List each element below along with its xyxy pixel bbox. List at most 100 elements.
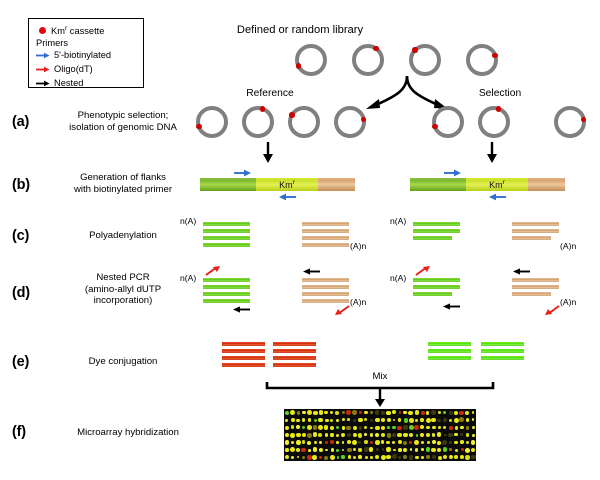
microarray-spot [374, 454, 379, 460]
microarray-spot [414, 424, 419, 430]
microarray-spot [425, 417, 431, 423]
microarray-spot [470, 440, 476, 446]
microarray-spot [301, 418, 306, 422]
dna-fragment-bar [512, 228, 559, 233]
microarray-spot [364, 440, 368, 445]
microarray-spot [369, 447, 374, 452]
microarray-spot [363, 410, 368, 415]
microarray-spot [308, 448, 312, 452]
microarray-spot [459, 417, 464, 423]
microarray-spot [442, 439, 448, 445]
microarray-spot [306, 425, 312, 431]
microarray-spot [386, 410, 392, 416]
microarray-spot [448, 418, 453, 422]
microarray-spot [284, 411, 289, 415]
microarray-spot [296, 411, 301, 415]
microarray-spot [324, 433, 329, 437]
microarray-spot [465, 433, 470, 437]
microarray-spot [380, 418, 385, 422]
microarray-spot [363, 447, 369, 452]
microarray-spot [380, 440, 385, 445]
microarray-spot [392, 425, 396, 430]
step-c-sel-an-label: (A)n [560, 241, 577, 251]
microarray-spot [330, 425, 335, 430]
cassette-marker-icon [373, 45, 379, 52]
microarray-spot [414, 410, 420, 416]
microarray-spot [329, 455, 335, 460]
microarray-spot [352, 448, 357, 452]
cassette-dot-icon [39, 27, 46, 34]
microarray-spot [364, 418, 368, 422]
cassette-marker-icon [260, 106, 266, 112]
microarray-spot [358, 455, 362, 459]
microarray-spot [358, 417, 363, 423]
microarray-spot [352, 425, 357, 430]
microarray-spot [464, 410, 470, 416]
microarray-spot [420, 440, 424, 444]
microarray-spot [437, 425, 442, 430]
step-e-selection-dye-group-2 [481, 342, 524, 363]
microarray-spot [346, 447, 352, 453]
microarray-spot [312, 447, 318, 452]
microarray-spot [291, 455, 295, 459]
plasmid-ring [478, 106, 510, 138]
microarray-spot [431, 417, 436, 422]
construct-segment-green [410, 178, 466, 191]
step-e-reference-dye-group-1 [222, 342, 265, 370]
microarray-spot [421, 448, 424, 451]
microarray-spot [352, 432, 357, 437]
cassette-marker-icon [496, 106, 502, 112]
microarray-spot [442, 418, 447, 423]
selection-biotin-primer-top [444, 169, 461, 177]
dna-fragment-bar [203, 278, 250, 282]
step-d-sel-nested-arrow [443, 303, 460, 310]
microarray-spot [341, 448, 345, 452]
microarray-spot [380, 455, 386, 461]
microarray-spot [470, 447, 476, 453]
microarray-spot [460, 448, 464, 452]
microarray-spot [370, 426, 373, 430]
microarray-spot [436, 432, 442, 437]
plasmid-ring [409, 44, 441, 76]
microarray-spot [460, 440, 464, 444]
microarray-spot [370, 411, 374, 415]
microarray-spot [425, 432, 431, 438]
reference-biotin-primer-bottom [279, 193, 296, 201]
microarray-spot [336, 425, 340, 429]
microarray-spot [296, 455, 300, 459]
step-d-selection-tan-fragments [512, 278, 559, 299]
microarray-spot [386, 433, 391, 438]
microarray-spot [375, 410, 380, 415]
microarray-spot [307, 418, 312, 422]
microarray-spot [358, 441, 362, 445]
plasmid-ring [288, 106, 320, 138]
nested-arrow-icon [36, 80, 50, 87]
dna-fragment-bar [413, 222, 460, 226]
legend-primer-oligodt: Oligo(dT) [35, 63, 137, 76]
microarray-spot [426, 426, 430, 430]
step-d-ref-tan-nested-arrow [303, 268, 320, 275]
microarray-spot [454, 448, 458, 452]
plasmid-ring [242, 106, 274, 138]
step-b-description: Generation of flanks with biotinylated p… [73, 172, 173, 195]
selection-construct: Kmr [410, 169, 565, 204]
microarray-spot [307, 455, 312, 460]
dna-fragment-bar [203, 235, 250, 240]
microarray-spot [398, 456, 402, 459]
microarray-spot [408, 432, 414, 438]
microarray-spot [313, 410, 318, 416]
dna-fragment-bar [273, 342, 316, 346]
microarray-spot [442, 411, 447, 415]
microarray-spot [357, 432, 363, 438]
dna-fragment-bar [302, 222, 349, 226]
step-e-tag: (e) [12, 354, 30, 370]
microarray-spot [352, 418, 357, 423]
microarray-spot [341, 425, 346, 430]
microarray-spot [375, 448, 379, 452]
microarray-spot [459, 433, 464, 437]
microarray-spot [391, 410, 396, 415]
dna-fragment-bar [428, 348, 471, 353]
microarray-spot [301, 432, 307, 438]
legend-primer-biotinylated-label: 5'-biotinylated [54, 49, 112, 60]
microarray-spot [398, 410, 402, 414]
